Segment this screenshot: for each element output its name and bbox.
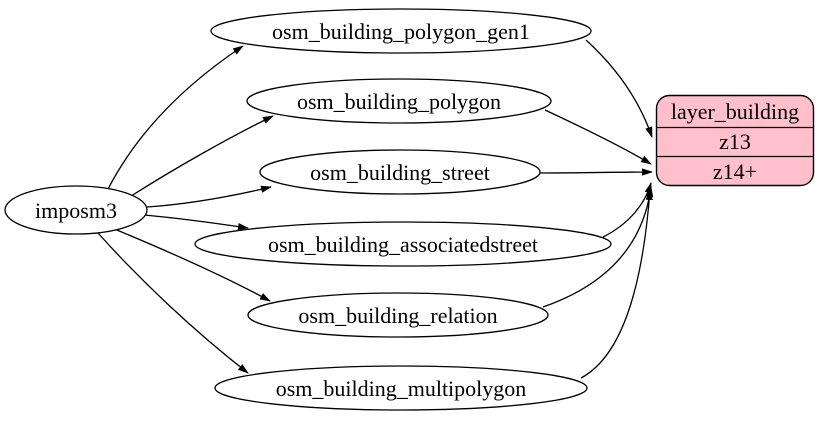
edge-osm-building-relation-to-layer-building-z14: [542, 186, 654, 308]
osm-building-associatedstreet-label: osm_building_associatedstreet: [268, 232, 538, 257]
node-osm-building-relation: osm_building_relation: [247, 292, 549, 338]
edge-osm-building-polygon-gen1-to-layer-building-z13: [585, 39, 653, 138]
edge-imposm3-to-osm-building-polygon: [127, 115, 274, 199]
imposm3-ellipse: [4, 185, 148, 235]
node-osm-building-street: osm_building_street: [259, 149, 541, 195]
edge-imposm3-to-osm-building-polygon-gen1: [106, 45, 244, 192]
edge-imposm3-to-osm-building-multipolygon: [97, 232, 249, 374]
osm-building-multipolygon-label: osm_building_multipolygon: [276, 376, 527, 401]
edge-imposm3-to-osm-building-street: [146, 185, 272, 208]
node-osm-building-associatedstreet: osm_building_associatedstreet: [194, 221, 612, 267]
osm-building-multipolygon-ellipse: [214, 365, 588, 411]
imposm3-label: imposm3: [35, 198, 117, 223]
osm-building-associatedstreet-ellipse: [194, 221, 612, 267]
osm-building-polygon-gen1-ellipse: [210, 8, 592, 54]
layer-building-title: layer_building: [671, 99, 799, 124]
node-layer-building: layer_building z13 z14+: [655, 94, 815, 187]
layer-building-box: [655, 94, 815, 187]
layer-building-row-z13: z13: [719, 129, 751, 154]
edge-osm-building-street-to-layer-building-z14: [539, 168, 653, 176]
edge-imposm3-to-osm-building-relation: [111, 227, 271, 302]
node-imposm3: imposm3: [4, 185, 148, 235]
edge-osm-building-associatedstreet-to-layer-building-z14: [602, 182, 652, 238]
layer-building-row-z14plus: z14+: [713, 159, 757, 184]
edge-osm-building-polygon-to-layer-building-z14: [544, 109, 652, 165]
osm-building-polygon-label: osm_building_polygon: [297, 89, 501, 114]
node-osm-building-multipolygon: osm_building_multipolygon: [214, 365, 588, 411]
osm-building-relation-ellipse: [247, 292, 549, 338]
osm-building-street-ellipse: [259, 149, 541, 195]
node-osm-building-polygon-gen1: osm_building_polygon_gen1: [210, 8, 592, 54]
osm-building-polygon-ellipse: [246, 78, 552, 124]
edge-osm-building-multipolygon-to-layer-building-z14: [580, 189, 653, 379]
node-osm-building-polygon: osm_building_polygon: [246, 78, 552, 124]
osm-building-relation-label: osm_building_relation: [298, 303, 497, 328]
osm-building-polygon-gen1-label: osm_building_polygon_gen1: [272, 19, 530, 44]
osm-building-street-label: osm_building_street: [310, 160, 490, 185]
edge-imposm3-to-osm-building-associatedstreet: [143, 214, 249, 231]
